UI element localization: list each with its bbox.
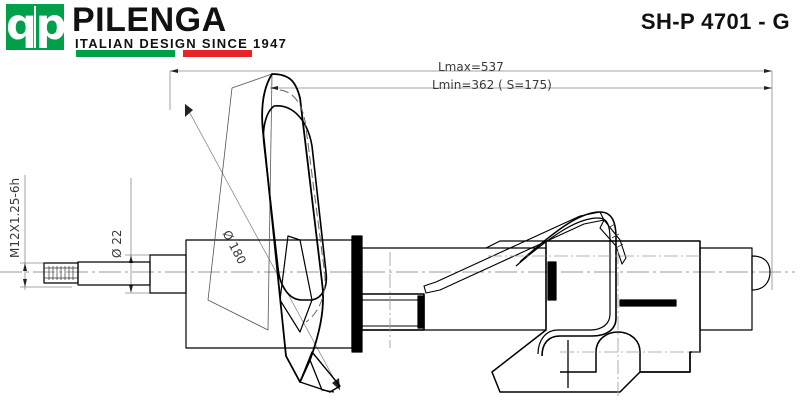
page-header: qp PILENGA ITALIAN DESIGN SINCE 1947 SH-…: [0, 0, 800, 57]
mount-block-right-cap: [417, 295, 425, 329]
lmax-arrow-left: [170, 69, 178, 73]
brand-tagline: ITALIAN DESIGN SINCE 1947: [75, 36, 288, 51]
flag-bar-green: [76, 50, 175, 57]
mount-block-left-cap: [355, 295, 363, 329]
lmax-arrow-right: [764, 69, 772, 73]
wire-clip-hatch: [607, 223, 624, 249]
thread-dimension-group: [20, 175, 72, 290]
thread-dimension-label: M12X1.25-6h: [8, 177, 22, 258]
rod-arrow-top: [129, 255, 133, 263]
bracket-gusset: [279, 235, 313, 333]
wire-clip-bracket: [423, 211, 605, 294]
bracket-leg: [309, 359, 335, 393]
piston-rod: [77, 261, 151, 286]
thread-core-lines: [44, 267, 78, 279]
rod-arrow-bottom: [129, 285, 133, 293]
knuckle-shading-left: [547, 261, 557, 301]
bracket-dim-line: [184, 103, 341, 391]
knuckle-u-notch: [560, 331, 691, 373]
knuckle-shading-bottom: [619, 299, 677, 307]
brand-logo-mark: qp: [6, 0, 67, 50]
wire-clip-tail: [599, 219, 627, 265]
rod-seal-cap: [149, 254, 187, 294]
dimension-lines-top: [169, 70, 773, 290]
rod-diameter-label: Ø 22: [110, 229, 124, 258]
bracket-lower-tongue: [299, 351, 341, 393]
lmin-arrow-right: [764, 86, 772, 90]
body-tube-step-top: [485, 240, 546, 249]
logo-glyph-text: qp: [6, 0, 67, 50]
bracket-inner-contour: [262, 105, 328, 301]
thread-arrow-top: [23, 263, 27, 271]
rod-diameter-arrows: [129, 255, 133, 293]
bracket-diameter-dimension: [184, 103, 341, 391]
tube-end-dome: [751, 255, 771, 291]
rod-diameter-dimension-group: [125, 178, 150, 294]
brand-name: PILENGA: [72, 1, 227, 39]
part-number-label: SH-P 4701 - G: [640, 9, 790, 34]
secondary-centerlines: [389, 250, 700, 398]
knuckle-outer-profile: [519, 211, 617, 357]
thread-arrow-bottom: [23, 279, 27, 287]
bracket-hidden-profile: [279, 89, 326, 323]
tube-end-cap: [699, 247, 753, 331]
lmin-dimension-label: Lmin=362 ( S=175): [432, 78, 552, 92]
logo-divider: [34, 6, 36, 48]
lmin-arrow-left: [270, 86, 278, 90]
lmax-dimension-label: Lmax=537: [438, 60, 504, 74]
bracket-arrow-top: [185, 104, 193, 117]
thread-dimension-arrows: [23, 263, 27, 287]
dimension-arrowheads-top: [170, 69, 772, 90]
bracket-backing-plate: [207, 73, 273, 331]
flag-bar-red: [183, 50, 252, 57]
bracket-main-body: [261, 73, 324, 383]
part-outline: [43, 73, 771, 393]
